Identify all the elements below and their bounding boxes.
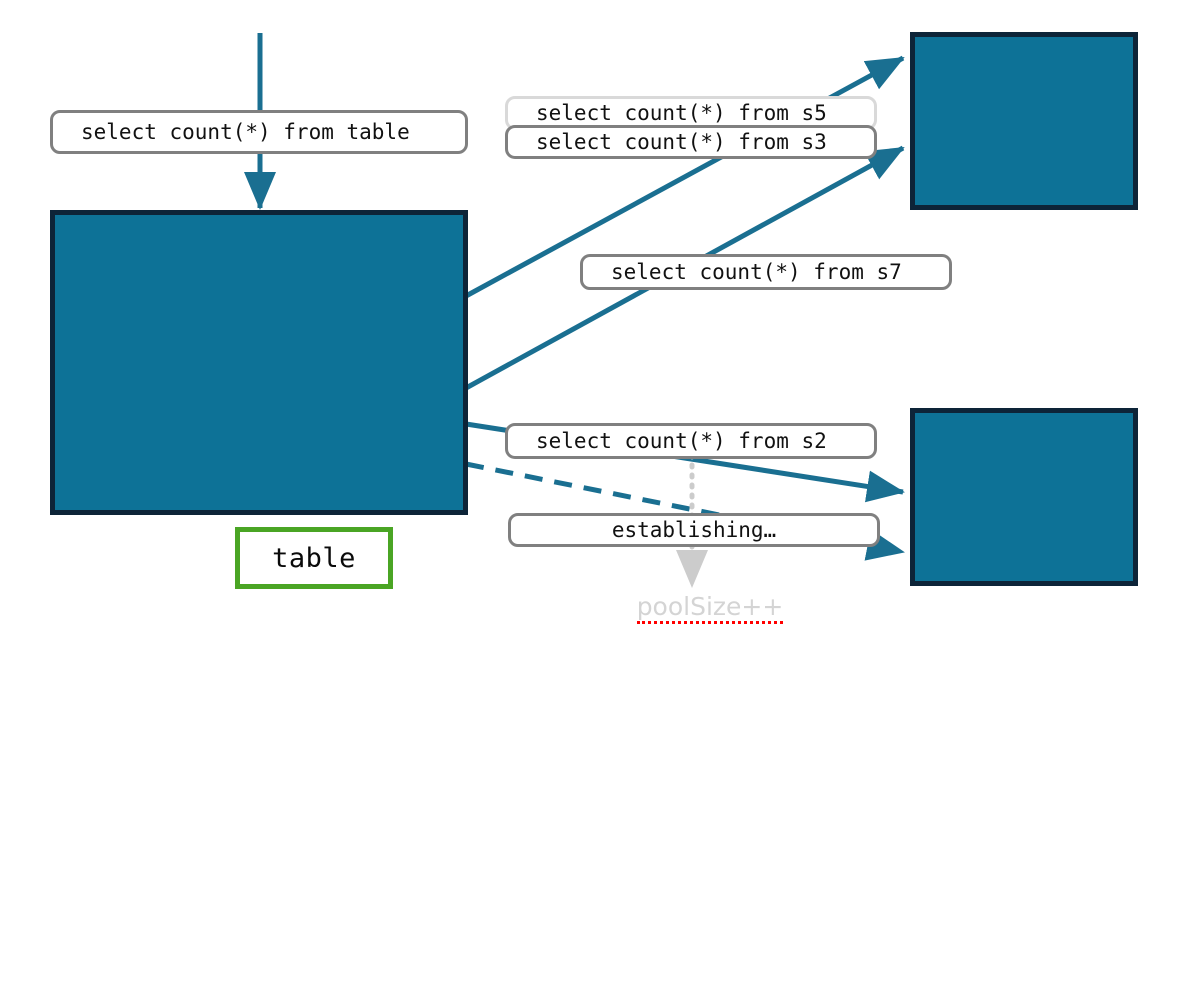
label-establishing: establishing…	[508, 513, 880, 547]
shard-pool-bottom: s2 s6 s4	[910, 408, 1138, 586]
diagram-canvas: table s1 s3 s5 s7 s2 s6 s4 select count(…	[50, 32, 1138, 625]
node-table[interactable]: table	[235, 527, 393, 589]
label-query-s7: select count(*) from s7	[580, 254, 952, 290]
shard-pool-top: s1 s3 s5 s7	[910, 32, 1138, 210]
label-query-s3: select count(*) from s3	[505, 125, 877, 159]
label-source-query: select count(*) from table	[50, 110, 468, 154]
annotation-poolsize: poolSize++	[600, 592, 820, 625]
annotation-poolsize-text: poolSize++	[636, 593, 784, 625]
label-query-s2: select count(*) from s2	[505, 423, 877, 459]
main-pool-container: table	[50, 210, 468, 589]
